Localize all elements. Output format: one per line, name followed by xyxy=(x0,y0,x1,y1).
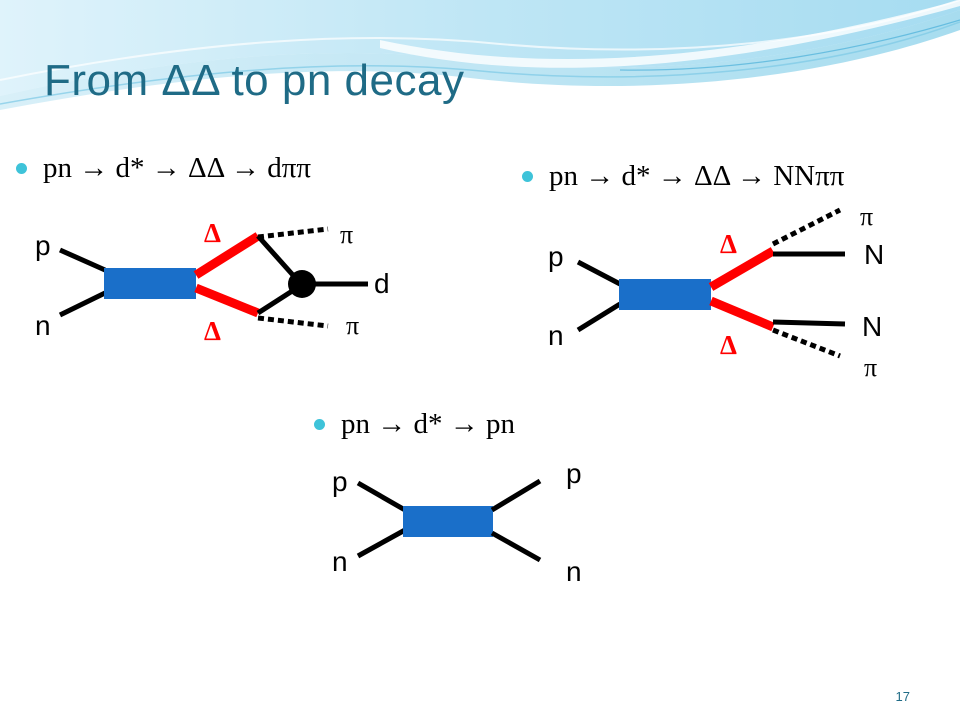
diagram2-graphic xyxy=(576,207,846,359)
d2-delta-bottom-label: Δ xyxy=(720,330,737,360)
d3-n-out-line xyxy=(490,530,542,563)
d2-N-top-label: N xyxy=(864,239,885,270)
d1-n-line xyxy=(58,290,107,318)
d1-pi-top-label: π xyxy=(340,220,354,249)
d2-delta-bottom-line xyxy=(709,296,775,332)
d3-n-in-line xyxy=(356,527,407,559)
d2-pi-bottom-line xyxy=(772,327,841,359)
diagram1-caption: pn → d* → ΔΔ → dππ xyxy=(43,152,311,184)
bullet-dot-icon xyxy=(16,163,27,174)
d2-p-line xyxy=(576,259,622,287)
bullet-dot-icon xyxy=(522,171,533,182)
diagram1-graphic xyxy=(58,226,368,329)
d1-p-line xyxy=(58,247,107,273)
d1-pi-top-line xyxy=(257,226,329,240)
d2-p-label: p xyxy=(548,241,564,272)
d1-pi-bottom-line xyxy=(257,315,329,329)
d2-n-label: n xyxy=(548,320,564,351)
bullet-diagram3: pn → d* → pn xyxy=(314,408,515,441)
bullet-dot-icon xyxy=(314,419,325,430)
d3-p-in-label: p xyxy=(332,466,348,497)
d2-N-bottom-line xyxy=(772,319,846,327)
d3-n-in-label: n xyxy=(332,546,348,577)
page-number: 17 xyxy=(895,689,910,704)
d1-n-label: n xyxy=(35,310,51,341)
d3-p-out-label: p xyxy=(566,458,582,489)
bullet-diagram2: pn → d* → ΔΔ → NNππ xyxy=(522,160,844,193)
bullet-diagram1: pn → d* → ΔΔ → dππ xyxy=(16,152,311,185)
d2-n-line xyxy=(576,301,622,333)
diagram3-caption: pn → d* → pn xyxy=(341,408,515,440)
diagram2-caption: pn → d* → ΔΔ → NNππ xyxy=(549,160,845,192)
d2-pi-bottom-label: π xyxy=(864,353,878,382)
d1-pi-bottom-label: π xyxy=(346,311,360,340)
d1-delta-bottom-line xyxy=(194,283,260,318)
slide-title: From ΔΔ to pn decay xyxy=(44,56,465,105)
d2-pi-top-label: π xyxy=(860,202,874,231)
d2-delta-top-line xyxy=(708,247,776,291)
d1-delta-top-line xyxy=(193,232,261,279)
d1-delta-top-label: Δ xyxy=(204,218,221,248)
d3-p-in-line xyxy=(356,480,407,513)
diagram3-graphic xyxy=(356,478,542,563)
d3-n-out-label: n xyxy=(566,556,582,587)
d2-delta-top-label: Δ xyxy=(720,229,737,259)
d1-p-label: p xyxy=(35,230,51,261)
d1-delta-bottom-label: Δ xyxy=(204,316,221,346)
d2-N-bottom-label: N xyxy=(862,311,883,342)
d3-dstar-box xyxy=(403,506,493,537)
d1-dstar-box xyxy=(104,268,196,299)
d1-d-label: d xyxy=(374,268,390,299)
d3-p-out-line xyxy=(490,478,542,513)
d2-dstar-box xyxy=(619,279,711,310)
d2-pi-top-line xyxy=(771,207,842,247)
